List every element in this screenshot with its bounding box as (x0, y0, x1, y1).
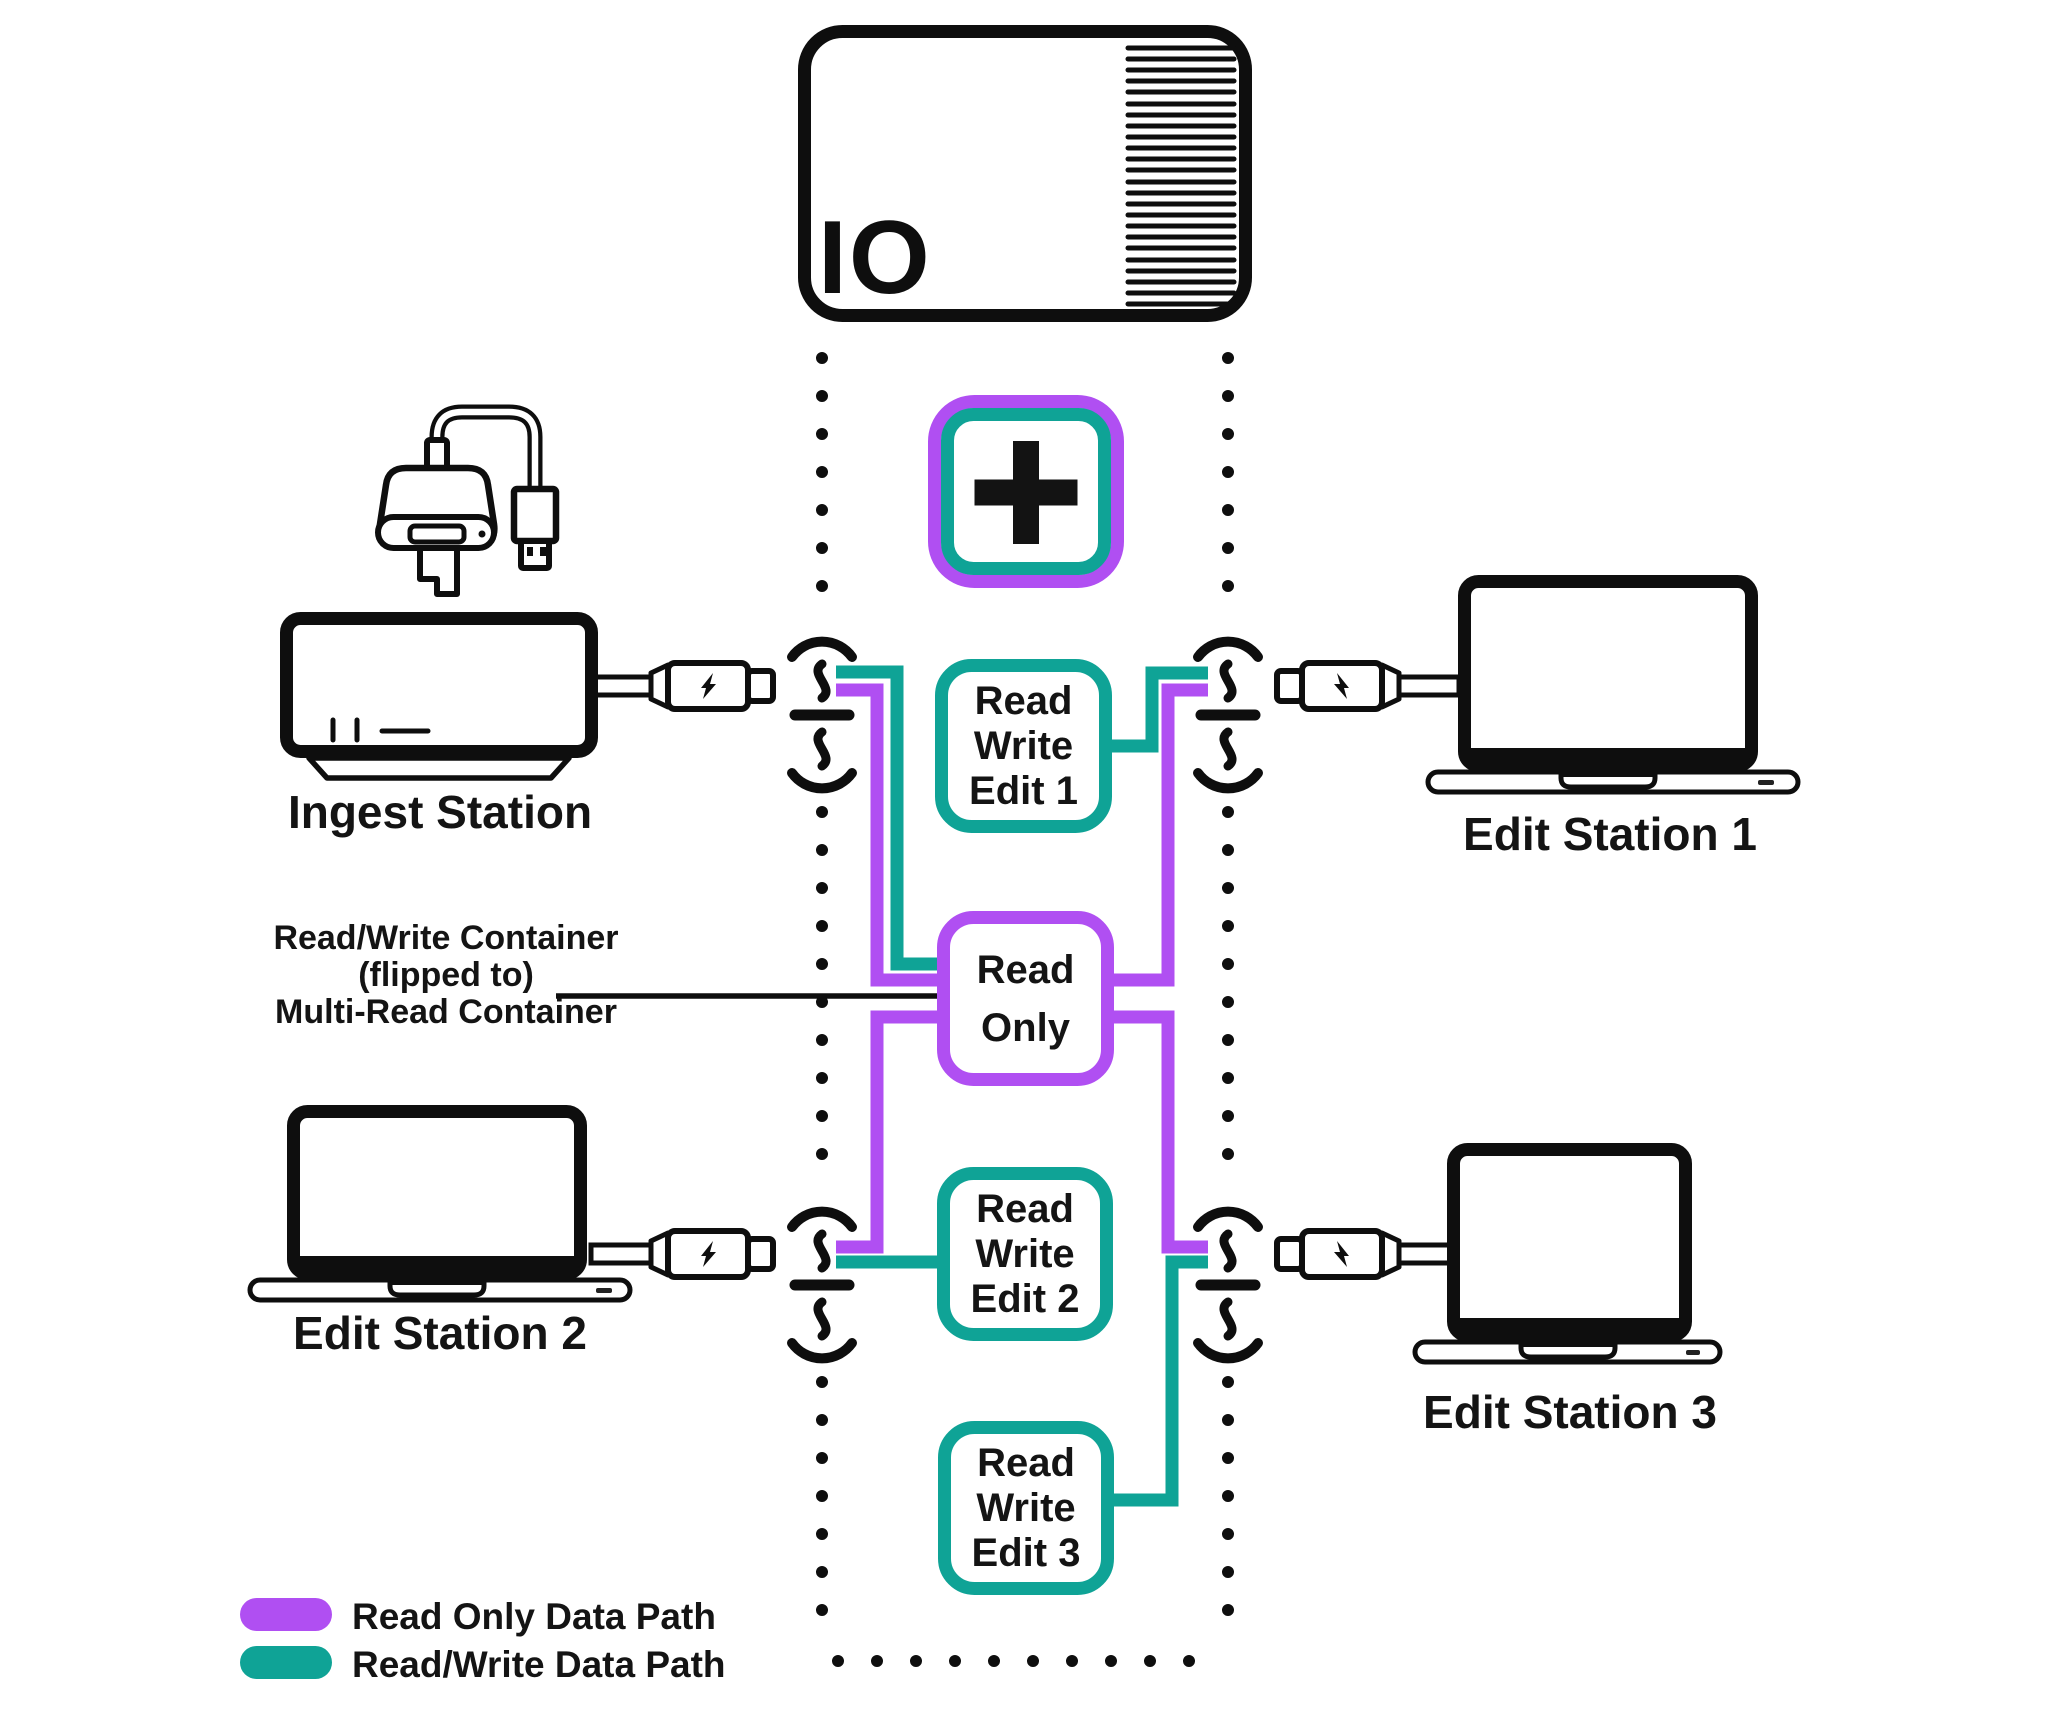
readonly-path-readonly-to-edit3 (1104, 1010, 1208, 1254)
thunderbolt-cable-edit1 (1277, 663, 1459, 709)
annotation-line3: Multi-Read Container (275, 993, 617, 1031)
edit-station3-label: Edit Station 3 (1423, 1386, 1717, 1438)
ingest-station-label: Ingest Station (287, 786, 593, 838)
rw-edit2-line3: Edit 2 (970, 1276, 1080, 1321)
add-container-button (928, 395, 1124, 588)
annotation-line2: (flipped to) (358, 956, 534, 994)
rw-edit1-line1: Read (974, 678, 1073, 723)
container-box-rw-edit3 (938, 1421, 1114, 1595)
drive-vent-lines (1125, 45, 1237, 307)
readonly-path-ingest-port-to-readonly (836, 683, 948, 987)
readwrite-path-ingest-to-readonly (836, 665, 948, 971)
container-label-read-only: Read Only (937, 911, 1114, 1086)
io-drive-label: IO (818, 200, 932, 316)
readonly-path-readonly-to-edit2 (836, 1010, 946, 1254)
port-lower-right (1198, 1212, 1258, 1359)
data-paths (836, 665, 1208, 1507)
rw-edit3-line2: Write (976, 1485, 1076, 1530)
legend-label-read-only: Read Only Data Path (352, 1596, 716, 1637)
dotted-container-border (816, 352, 1234, 1667)
annotation-line1: Read/Write Container (273, 919, 619, 957)
card-slot (407, 523, 467, 545)
rw-edit1-line2: Write (973, 723, 1074, 768)
thunderbolt-cable-edit3 (1277, 1231, 1459, 1277)
rw-edit2-line2: Write (975, 1231, 1075, 1276)
plus-icon (974, 441, 1078, 544)
edit-station1-label: Edit Station 1 (1463, 808, 1757, 860)
thunderbolt-cable-ingest (591, 663, 773, 709)
port-upper-left (792, 642, 852, 789)
legend-swatch-read-only (240, 1598, 332, 1631)
rw-edit3-line3: Edit 3 (971, 1530, 1081, 1575)
read-only-line1: Read (976, 947, 1075, 992)
ingest-computer-stand (306, 755, 572, 781)
readwrite-path-rwedit1-to-edit1 (1104, 666, 1208, 753)
io-drive-icon (798, 25, 1252, 322)
rw-edit1-line3: Edit 1 (969, 768, 1078, 813)
edit-station2-label: Edit Station 2 (293, 1307, 587, 1359)
port-lower-left (792, 1212, 852, 1359)
readwrite-path-edit3-to-rwedit3 (1104, 1255, 1208, 1507)
laptop-icon-edit2 (247, 1105, 633, 1303)
container-box-rw-edit1 (935, 659, 1112, 833)
port-upper-right (1198, 642, 1258, 789)
laptop-icon-edit1 (1425, 575, 1801, 795)
usb-plug-icon (510, 485, 560, 545)
container-box-read-only (937, 911, 1114, 1086)
ingest-computer-body (280, 612, 598, 758)
legend-swatch-read-write (240, 1646, 332, 1679)
read-only-line2: Only (981, 1005, 1070, 1050)
sd-card-icon (417, 545, 460, 597)
legend-label-read-write: Read/Write Data Path (352, 1644, 726, 1685)
laptop-icon-edit3 (1412, 1143, 1723, 1365)
rw-edit2-line1: Read (976, 1186, 1074, 1231)
container-label-rw-edit1: Read Write Edit 1 (935, 659, 1112, 833)
container-box-rw-edit2 (937, 1167, 1113, 1341)
rw-edit3-line1: Read (977, 1440, 1075, 1485)
ingest-station-icon (280, 404, 598, 781)
container-label-rw-edit2: Read Write Edit 2 (937, 1167, 1113, 1341)
container-label-rw-edit3: Read Write Edit 3 (938, 1421, 1114, 1595)
flipped-container-annotation: Read/Write Container (flipped to) Multi-… (262, 920, 630, 1031)
readonly-path-edit1-to-readonly (1104, 683, 1208, 987)
thunderbolt-cable-edit2 (591, 1231, 773, 1277)
